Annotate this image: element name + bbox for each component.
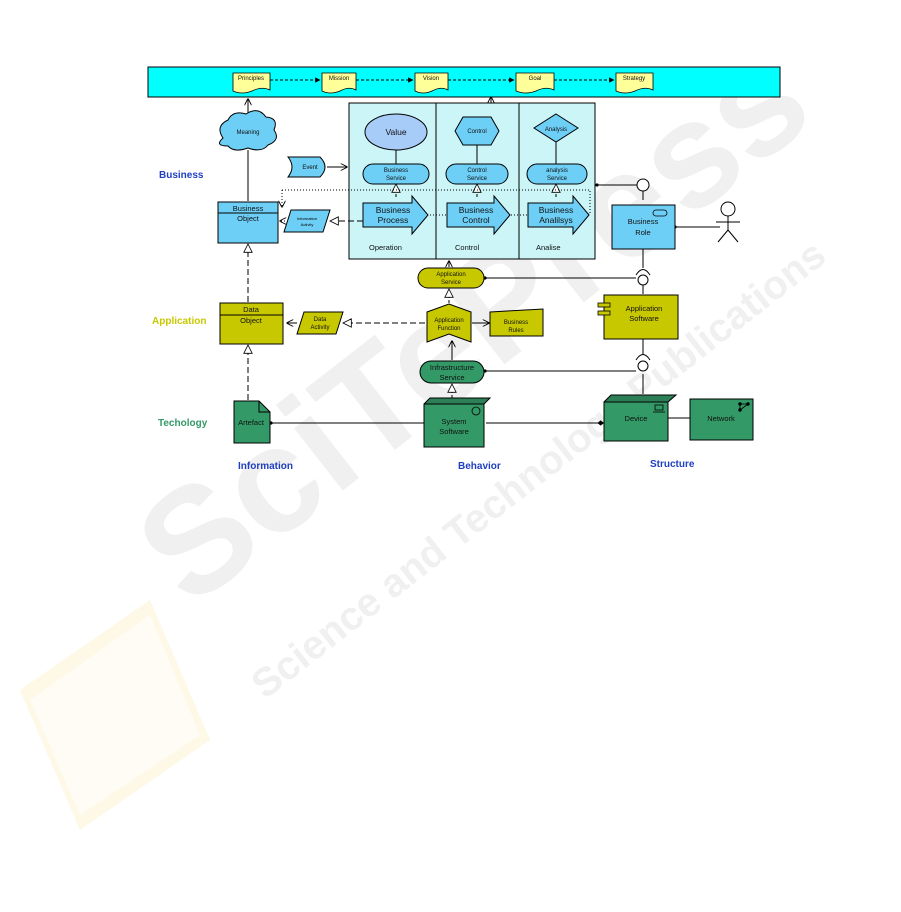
lane-control-label: Control [455,243,480,252]
device-label: Device [625,414,648,423]
connectors [248,97,720,426]
application-service-label-2: Service [441,280,462,286]
network-icon [738,402,750,412]
data-activity-label-1: Data [314,317,327,323]
artefact-label: Artefact [238,418,265,427]
analysis-service-label-1: analysis [546,168,568,174]
note-goal-label: Goal [529,76,542,82]
event-shape: Event [286,156,326,178]
role-icon [652,209,668,217]
business-role-label-1: Business [628,217,659,226]
analysis-shape-label: Analysis [545,127,567,133]
business-object-label-2: Object [237,214,260,223]
business-rules-label-2: Rules [508,328,523,334]
business-process-label-2: Process [378,215,409,225]
application-software: Application Software [597,294,679,340]
information-activity: Information Activity [283,209,331,233]
watermark-logo-shape [20,600,210,830]
application-service-label-1: Application [436,272,465,278]
system-software-icon [471,406,481,416]
note-mission: Mission [321,72,357,94]
business-analysis-label-1: Business [539,205,574,215]
business-analysis-label-2: Analilsys [539,215,573,225]
system-software-label-1: System [441,417,466,426]
business-role-label-2: Role [635,228,650,237]
note-vision: Vision [414,72,449,94]
infrastructure-service-label-1: Infrastructure [430,363,474,372]
device-icon [653,404,665,413]
infrastructure-service-label-2: Service [439,373,464,382]
control-hexagon: Control [454,116,500,146]
note-strategy-label: Strategy [623,76,645,82]
business-service-label-2: Service [386,176,407,182]
value-label: Value [385,127,406,137]
business-rules: Business Rules [489,308,544,337]
business-role: Business Role [611,204,676,250]
column-label-structure: Structure [650,459,695,470]
application-function-label-1: Application [434,318,463,324]
data-activity-label-2: Activity [310,325,329,331]
role-interface-icon [636,178,650,200]
data-activity: Data Activity [296,311,344,335]
analysis-diamond: Analysis [533,113,579,143]
application-service: Application Service [417,267,485,289]
artefact: Artefact [233,400,271,444]
event-label: Event [302,165,318,171]
system-software: System Software [423,397,492,448]
meaning-label: Meaning [236,130,259,136]
column-label-information: Information [238,461,293,472]
network: Network [689,398,754,441]
information-activity-label-1: Information [297,216,317,221]
control-service: Control Service [445,163,509,185]
device-interface-icon [635,354,651,372]
control-service-label-2: Service [467,176,488,182]
business-object-label-1: Business [233,204,264,213]
analysis-service-label-2: Service [547,176,568,182]
software-interface-icon [635,269,651,294]
component-icon [597,302,611,308]
note-principles: Principles [232,72,271,94]
note-vision-label: Vision [423,76,439,82]
data-object: Data Object [219,302,284,345]
note-strategy: Strategy [615,72,654,94]
device: Device [603,394,678,442]
application-software-label-2: Software [629,314,659,323]
lane-analise-label: Analise [536,243,561,252]
note-goal: Goal [515,72,555,94]
infrastructure-service: Infrastructure Service [419,360,485,384]
business-rules-label-1: Business [504,320,528,326]
data-object-label-2: Object [240,316,263,325]
control-shape-label: Control [467,129,486,135]
information-activity-label-2: Activity [301,222,314,227]
network-label: Network [707,414,735,423]
application-software-label-1: Application [626,304,663,313]
business-control-label-2: Control [462,215,490,225]
business-control: Business Control [446,194,511,236]
row-label-application: Application [152,316,206,327]
meaning-cloud: Meaning [218,110,277,151]
control-service-label-1: Control [467,168,486,174]
business-analysis: Business Analilsys [527,194,590,236]
analysis-service: analysis Service [526,163,588,185]
application-function: Application Function [426,303,472,343]
column-label-behavior: Behavior [458,461,501,472]
actor-icon [716,201,740,243]
value-ellipse: Value [364,113,428,151]
business-service: Business Service [362,163,430,185]
row-label-technology: Techology [158,418,208,429]
business-process: Business Process [362,194,429,236]
data-object-label-1: Data [243,305,260,314]
system-software-label-2: Software [439,427,469,436]
business-process-label-1: Business [376,205,411,215]
application-function-label-2: Function [437,326,460,332]
lane-operation-label: Operation [369,243,402,252]
row-label-business: Business [159,170,204,181]
note-principles-label: Principles [238,76,264,82]
business-service-label-1: Business [384,168,408,174]
business-control-label-1: Business [459,205,494,215]
business-object: Business Object [217,201,279,244]
note-mission-label: Mission [329,76,349,82]
